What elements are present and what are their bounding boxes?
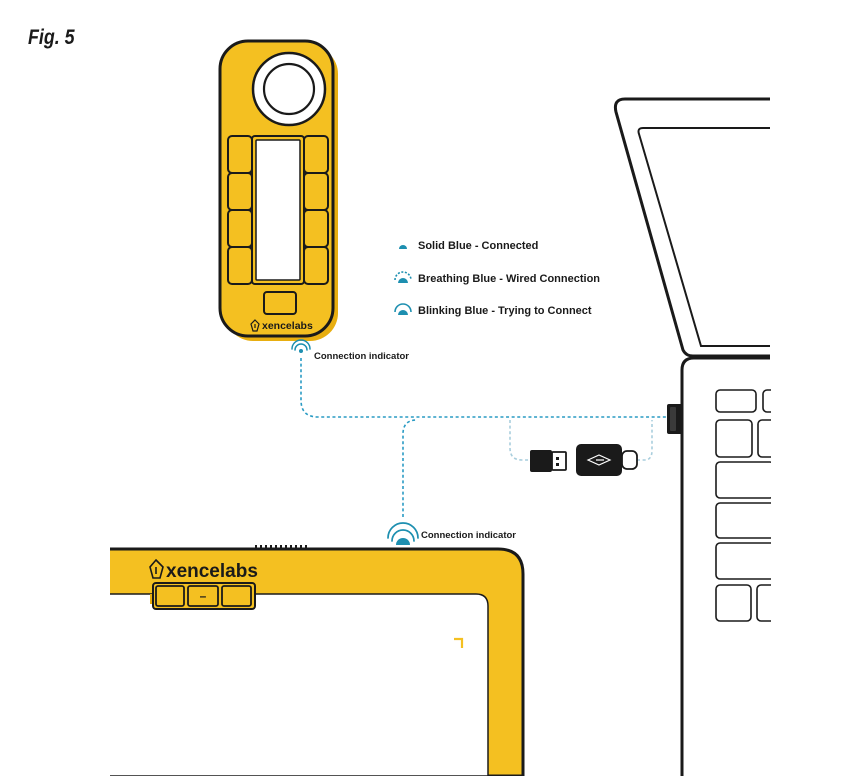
- tablet-connection-indicator-icon: [387, 522, 419, 545]
- quick-keys-remote: xencelabs: [218, 39, 338, 341]
- legend-label: Blinking Blue - Trying to Connect: [418, 305, 592, 317]
- remote-key[interactable]: [227, 172, 253, 211]
- adapter-left-cable: [509, 420, 530, 461]
- tablet-grip-marks: [255, 545, 307, 550]
- keyboard-key: [715, 461, 775, 499]
- status-legend: Solid Blue - Connected Breathing Blue - …: [394, 240, 600, 317]
- pen-nib-icon: [149, 558, 164, 579]
- remote-connection-label: Connection indicator: [314, 351, 409, 362]
- tablet-connection-label: Connection indicator: [421, 530, 516, 541]
- tablet-active-area: [107, 593, 489, 776]
- solid-dot-icon: [399, 245, 407, 249]
- remote-key[interactable]: [303, 135, 329, 174]
- tablet-express-keys[interactable]: –: [152, 582, 256, 610]
- remote-to-laptop-cable: [300, 358, 666, 418]
- breathing-signal-icon: [394, 271, 412, 283]
- remote-brand-logo: xencelabs: [250, 319, 313, 332]
- remote-bottom-key[interactable]: [263, 291, 297, 315]
- remote-key[interactable]: [303, 209, 329, 248]
- adapter-right-cable: [637, 420, 653, 461]
- connection-cables: [300, 358, 666, 517]
- express-key-right[interactable]: [221, 585, 252, 607]
- express-key-middle[interactable]: [187, 585, 219, 607]
- pen-tablet: xencelabs –: [104, 545, 525, 776]
- remote-key[interactable]: [303, 172, 329, 211]
- usb-c-adapter: [576, 444, 638, 476]
- legend-label: Solid Blue - Connected: [418, 240, 538, 252]
- tablet-to-laptop-cable: [402, 419, 418, 517]
- laptop-screen: [637, 127, 770, 347]
- keyboard-key: [715, 584, 752, 622]
- legend-item-solid: Solid Blue - Connected: [399, 240, 538, 252]
- remote-key[interactable]: [227, 246, 253, 285]
- blinking-signal-icon: [394, 303, 412, 315]
- remote-right-keys[interactable]: [303, 135, 329, 285]
- keyboard-key: [715, 419, 753, 458]
- remote-oled-inner: [255, 139, 301, 281]
- pen-nib-icon: [586, 454, 612, 466]
- legend-label: Breathing Blue - Wired Connection: [418, 273, 600, 285]
- remote-key[interactable]: [303, 246, 329, 285]
- remote-key[interactable]: [227, 135, 253, 174]
- usb-a-dongle: [530, 450, 567, 472]
- remote-left-keys[interactable]: [227, 135, 253, 285]
- legend-item-breathing: Breathing Blue - Wired Connection: [394, 271, 600, 285]
- express-key-middle-label: –: [200, 589, 207, 603]
- adapter-cables: [509, 420, 653, 461]
- keyboard-key: [715, 389, 757, 413]
- remote-connection-indicator-icon: [291, 339, 311, 353]
- active-area-corner-mark: [454, 637, 464, 648]
- remote-brand-text: xencelabs: [262, 320, 313, 332]
- figure-label: Fig. 5: [28, 26, 75, 49]
- laptop: [613, 97, 784, 776]
- pen-nib-icon: [250, 319, 260, 332]
- tablet-brand-text: xencelabs: [166, 561, 258, 582]
- tablet-brand-logo: xencelabs: [149, 558, 258, 582]
- legend-item-blinking: Blinking Blue - Trying to Connect: [394, 303, 592, 317]
- remote-key[interactable]: [227, 209, 253, 248]
- remote-dial[interactable]: [251, 51, 327, 127]
- express-key-left[interactable]: [155, 585, 185, 607]
